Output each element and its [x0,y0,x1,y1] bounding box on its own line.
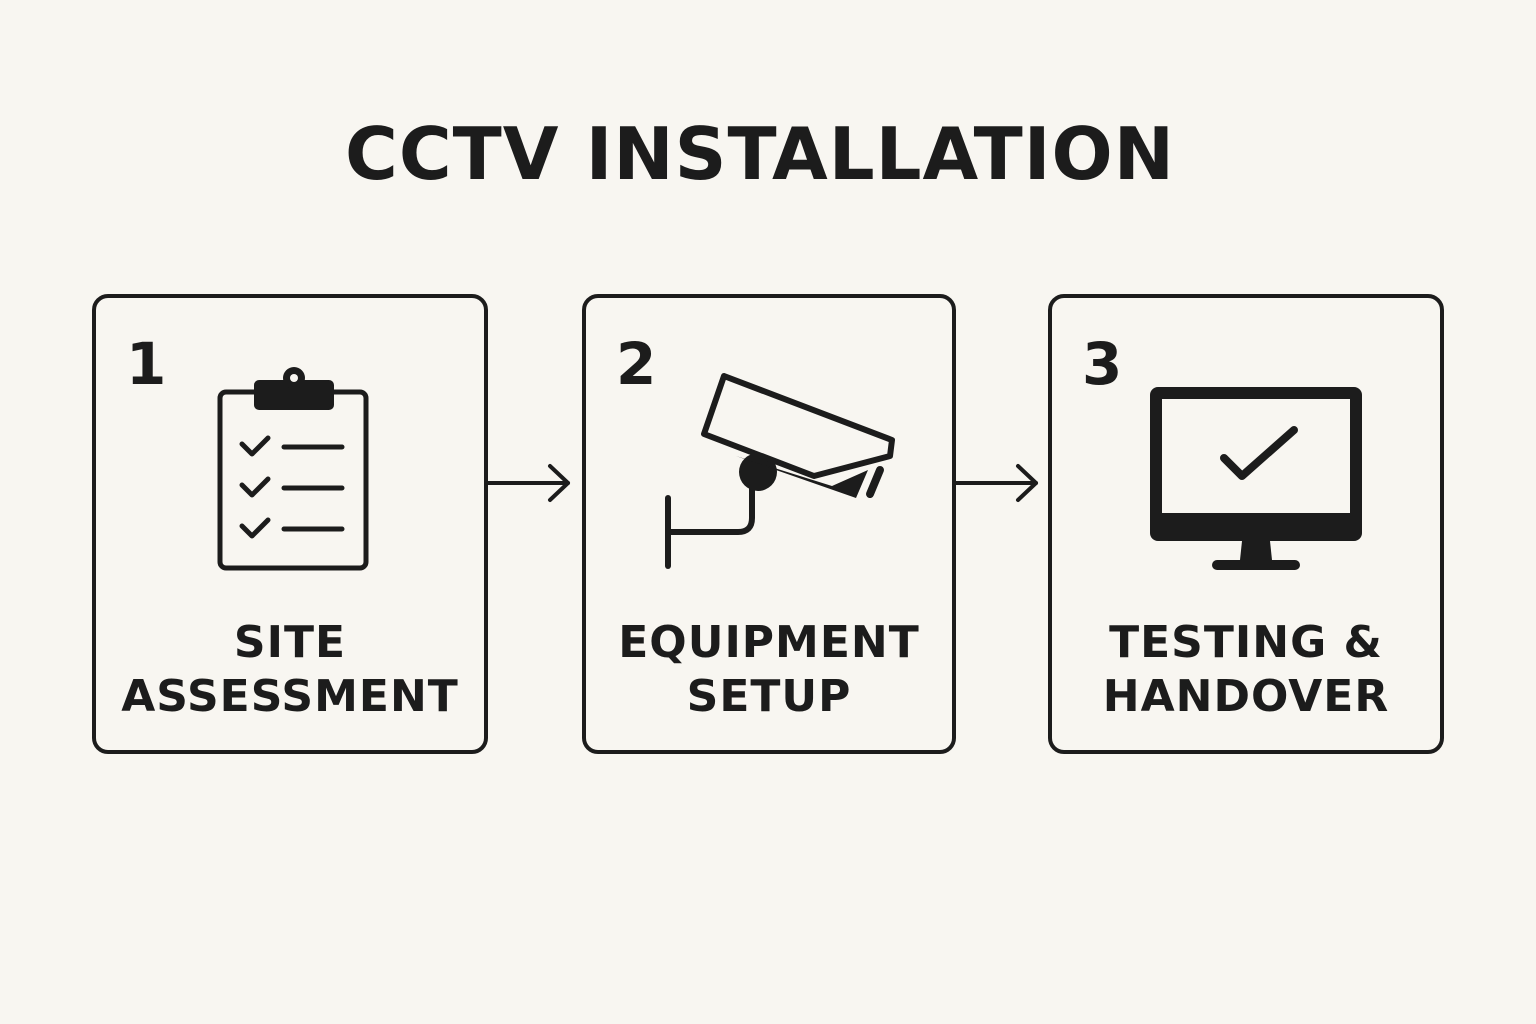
step-equipment-setup: 2 EQUIPMENT SETUP [582,294,956,754]
clipboard-checklist-icon [217,367,369,571]
step-testing-handover: 3 TESTING & HANDOVER [1048,294,1444,754]
step-label: TESTING & HANDOVER [1102,617,1390,722]
step-number: 2 [616,330,657,398]
arrow-right-icon [486,464,570,502]
arrow-right-icon [954,464,1038,502]
monitor-check-icon [1150,387,1362,570]
step-number: 3 [1082,330,1123,398]
step-label: EQUIPMENT SETUP [618,617,920,722]
security-camera-icon [665,373,895,569]
step-label: SITE ASSESSMENT [121,617,459,722]
diagram-title: CCTV INSTALLATION [345,112,1175,196]
step-number: 1 [126,330,167,398]
step-site-assessment: 1 SITE ASSESSMENT [92,294,488,754]
